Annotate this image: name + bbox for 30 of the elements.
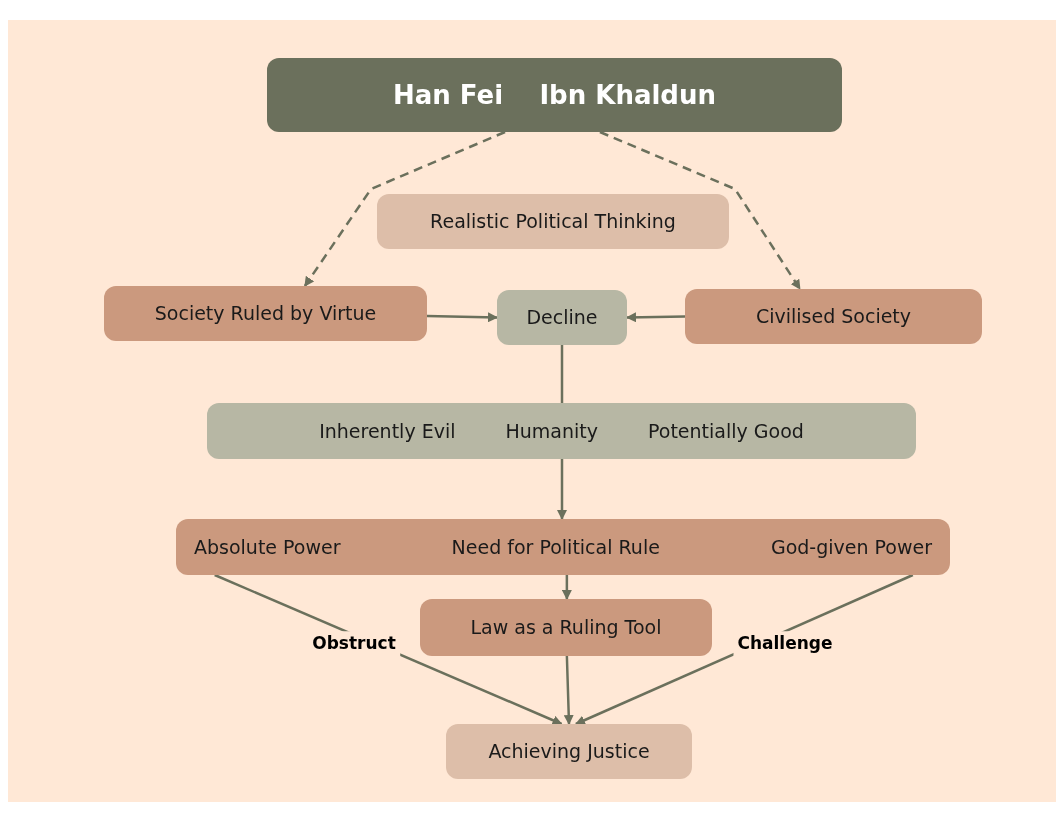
node-text: Society Ruled by Virtue [154,301,377,327]
node-text: Decline [526,305,598,331]
node-text: Achieving Justice [488,739,650,765]
concept-box [104,286,427,341]
concept-box [420,599,712,656]
concept-box [685,289,982,344]
arrow [563,655,574,725]
node-text: Realistic Political Thinking [430,209,676,235]
concept-band [207,403,916,459]
arrow [557,459,567,520]
node-text: Need for Political Rule [451,534,660,560]
node-text: Absolute Power [194,534,341,560]
node-text: Civilised Society [755,304,912,330]
node-text: Potentially Good [648,418,804,444]
arrow [599,130,801,290]
title-box [267,58,842,132]
concept-box [497,290,627,345]
concept-band [176,519,950,575]
node-text: Law as a Ruling Tool [470,615,662,641]
node-text: Humanity [505,418,598,444]
arrow [561,575,572,600]
arrow [426,312,498,323]
node-text: Ibn Khaldun [539,78,716,112]
concept-box [377,194,729,249]
arrow [626,312,686,323]
concept-box [446,724,692,779]
node-text: Han Fei [393,78,504,112]
node-text: God-given Power [770,534,932,560]
arrow [303,130,506,287]
node-text: Inherently Evil [319,418,456,444]
